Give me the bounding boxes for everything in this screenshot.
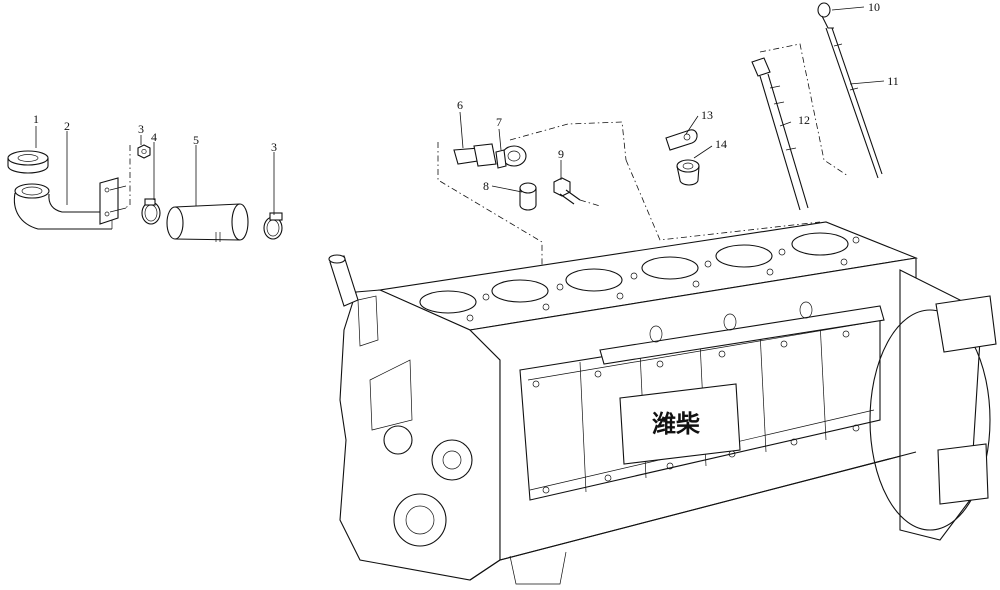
callout-13: 13 <box>701 108 713 122</box>
callout-14: 14 <box>715 137 727 151</box>
callout-3-clamp: 3 <box>271 140 277 154</box>
part-12-dipstick-tube <box>751 43 849 211</box>
part-11-dipstick-rod <box>825 27 883 179</box>
leader-lines <box>35 6 885 215</box>
part-3-hose-clamp <box>263 212 283 240</box>
part-1-seal-ring <box>7 150 49 174</box>
part-6-fitting <box>437 142 543 290</box>
part-4-hose-clamp <box>141 198 161 225</box>
callout-2: 2 <box>64 119 70 133</box>
callout-5: 5 <box>193 133 199 147</box>
part-10-dipstick-handle <box>817 2 834 29</box>
callout-3-nut: 3 <box>138 122 144 136</box>
part-9-bolt <box>553 177 601 207</box>
callout-10: 10 <box>868 0 880 14</box>
callout-labels: 1 2 3 4 5 3 6 7 8 9 13 14 12 10 11 <box>33 0 899 193</box>
callout-4: 4 <box>151 130 157 144</box>
part-5-hose <box>166 203 249 242</box>
part-13-clamp <box>665 129 698 151</box>
callout-11: 11 <box>887 74 899 88</box>
part-14-grommet <box>676 159 700 186</box>
part-2-elbow-pipe <box>13 177 127 230</box>
engine-block <box>328 221 997 585</box>
part-8-bushing <box>519 182 537 211</box>
callout-8: 8 <box>483 179 489 193</box>
cylinder-bores <box>419 232 849 314</box>
callout-6: 6 <box>457 98 463 112</box>
callout-7: 7 <box>496 115 502 129</box>
brand-label: 潍柴 <box>652 410 701 438</box>
callout-12: 12 <box>798 113 810 127</box>
part-3-nut <box>124 144 151 209</box>
part-7-clip <box>495 121 627 169</box>
callout-9: 9 <box>558 147 564 161</box>
callout-1: 1 <box>33 112 39 126</box>
